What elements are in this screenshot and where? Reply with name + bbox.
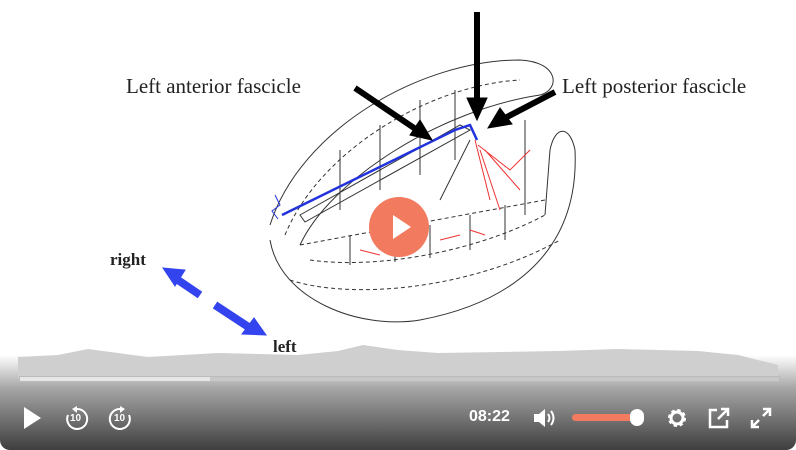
volume-icon[interactable] [533,407,557,429]
popout-icon[interactable] [708,407,730,429]
settings-icon[interactable] [666,407,688,429]
volume-slider[interactable] [572,409,644,426]
label-left-anterior-fascicle: Left anterior fascicle [126,74,301,98]
rewind-10-icon [66,406,89,430]
rewind-10-label: 10 [70,413,82,424]
label-left: left [273,337,297,356]
volume-knob[interactable] [630,409,644,426]
big-play-button[interactable] [369,197,429,257]
label-right: right [110,250,146,269]
forward-10-label: 10 [114,413,126,424]
waveform-heatmap [18,345,778,379]
current-time: 08:22 [469,408,510,425]
forward-10-icon [108,406,131,430]
seek-progress [20,377,210,381]
play-icon[interactable] [22,406,42,430]
forward-10-button[interactable]: 10 [107,406,133,432]
fullscreen-icon[interactable] [750,407,772,429]
label-left-posterior-fascicle: Left posterior fascicle [562,74,747,98]
rewind-10-button[interactable]: 10 [64,406,90,432]
seek-bar[interactable] [19,376,780,382]
